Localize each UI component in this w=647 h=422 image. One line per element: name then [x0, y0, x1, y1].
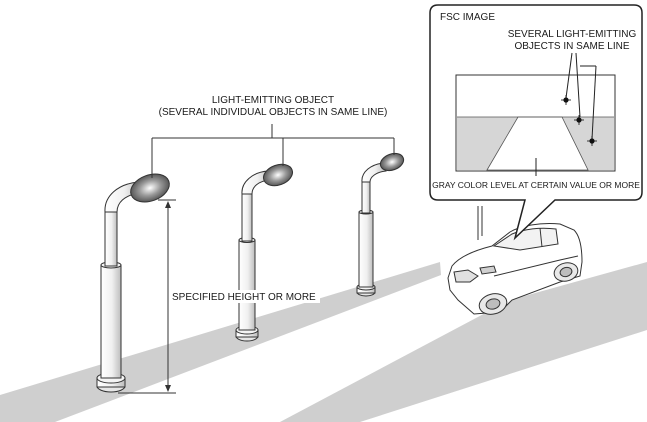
road-stripe-right — [280, 262, 647, 422]
street-light-1 — [96, 173, 170, 393]
light-object-label-line1: LIGHT-EMITTING OBJECT — [212, 95, 334, 106]
fsc-light-rays — [561, 95, 597, 146]
light-object-bracket — [151, 124, 395, 178]
street-light-2 — [235, 163, 294, 342]
fsc-callout-line2: OBJECTS IN SAME LINE — [514, 41, 629, 52]
fsc-light-points — [565, 52, 597, 140]
height-dimension — [118, 199, 176, 394]
gray-level-label: GRAY COLOR LEVEL AT CERTAIN VALUE OR MOR… — [432, 180, 640, 190]
car-illustration — [447, 206, 583, 315]
fsc-image-title: FSC IMAGE — [440, 12, 495, 23]
height-label-bg — [170, 290, 320, 303]
street-light-3 — [356, 152, 405, 297]
specified-height-label: SPECIFIED HEIGHT OR MORE — [172, 292, 316, 303]
light-object-label-line2: (SEVERAL INDIVIDUAL OBJECTS IN SAME LINE… — [159, 107, 388, 118]
fsc-callout-line1: SEVERAL LIGHT-EMITTING — [508, 29, 637, 40]
